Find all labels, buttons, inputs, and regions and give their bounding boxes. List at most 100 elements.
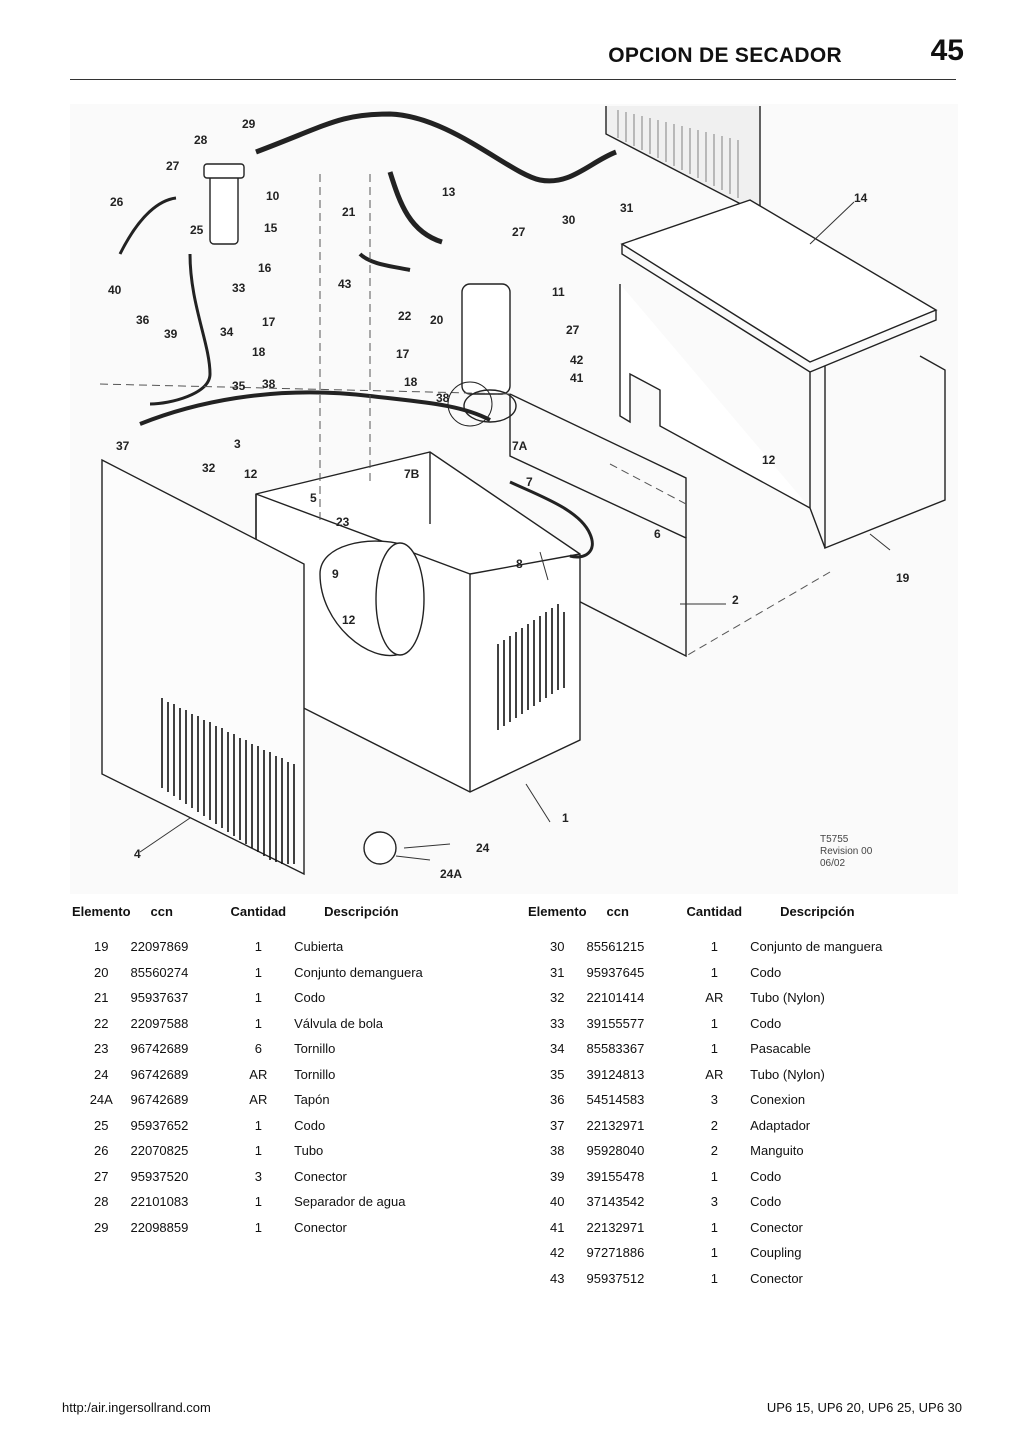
part-element-number: 32 (550, 990, 565, 1006)
part-element-number: 37 (550, 1117, 565, 1133)
callout-15: 15 (264, 221, 278, 235)
part-element-number: 21 (94, 990, 109, 1006)
part-quantity: 1 (710, 964, 718, 980)
footer-url: http:/air.ingersollrand.com (62, 1400, 211, 1415)
callout-11: 11 (552, 285, 565, 299)
part-ccn: 95937637 (130, 990, 189, 1006)
part-description: Conexion (750, 1092, 806, 1108)
part-description: Conjunto de manguera (750, 939, 883, 955)
callout-27c: 27 (566, 323, 580, 337)
part-quantity: 1 (254, 1015, 262, 1031)
callout-43: 43 (338, 277, 352, 291)
part-description: Coupling (750, 1245, 802, 1261)
col-header-quantity: Cantidad (686, 904, 743, 919)
part-quantity: 1 (254, 1143, 262, 1159)
callout-26: 26 (110, 195, 124, 209)
callout-40: 40 (108, 283, 122, 297)
callout-29: 29 (242, 117, 256, 131)
callout-10: 10 (266, 189, 280, 203)
part-description: Conector (294, 1219, 347, 1235)
part-description: Tapón (294, 1092, 330, 1108)
part-quantity: 1 (254, 1117, 262, 1133)
part-ccn: 95928040 (586, 1143, 645, 1159)
part-ccn: 85560274 (130, 964, 189, 980)
part-quantity: 1 (710, 1270, 718, 1286)
part-ccn: 37143542 (586, 1194, 645, 1210)
part-element-number: 33 (550, 1015, 565, 1031)
part-ccn: 95937512 (586, 1270, 645, 1286)
part-description: Tornillo (294, 1041, 336, 1057)
part-description: Conector (750, 1270, 803, 1286)
part-description: Válvula de bola (294, 1015, 384, 1031)
callout-4: 4 (134, 847, 141, 861)
part-quantity: AR (249, 1092, 268, 1108)
col-header-description: Descripción (324, 904, 399, 919)
part-description: Codo (750, 1168, 782, 1184)
callout-16: 16 (258, 261, 272, 275)
callout-18a: 18 (252, 345, 266, 359)
callout-3: 3 (234, 437, 241, 451)
callout-23: 23 (336, 515, 350, 529)
part-quantity: 3 (710, 1194, 718, 1210)
col-header-element: Elemento (528, 904, 587, 919)
part-ccn: 97271886 (586, 1245, 645, 1261)
diagram-drawing: 29 28 27 26 25 10 15 16 21 43 13 27 30 3… (99, 106, 946, 881)
callout-5: 5 (310, 491, 317, 505)
part-description: Cubierta (294, 939, 344, 955)
part-element-number: 43 (550, 1270, 565, 1286)
part-quantity: 1 (254, 1194, 262, 1210)
part-element-number: 36 (550, 1092, 565, 1108)
header-rule (70, 79, 956, 80)
part-quantity: 1 (710, 1015, 718, 1031)
callout-34: 34 (220, 325, 234, 339)
part-ccn: 95937520 (130, 1168, 189, 1184)
col-header-ccn: ccn (606, 904, 629, 919)
part-ccn: 22132971 (586, 1219, 645, 1235)
revision-number: Revision 00 (820, 846, 873, 857)
part-element-number: 42 (550, 1245, 565, 1261)
revision-code: T5755 (820, 834, 849, 845)
callout-27b: 27 (512, 225, 526, 239)
footer-models: UP6 15, UP6 20, UP6 25, UP6 30 (766, 1400, 962, 1415)
callout-35: 35 (232, 379, 246, 393)
part-ccn: 95937652 (130, 1117, 189, 1133)
callout-36: 36 (136, 313, 150, 327)
callout-25: 25 (190, 223, 204, 237)
revision-date: 06/02 (820, 858, 845, 869)
part-description: Conector (294, 1168, 347, 1184)
part-description: Codo (750, 964, 782, 980)
part-quantity: 1 (710, 939, 718, 955)
part-ccn: 96742689 (130, 1066, 189, 1082)
part-element-number: 23 (94, 1041, 109, 1057)
part-quantity: 2 (710, 1117, 718, 1133)
callout-8: 8 (516, 557, 523, 571)
part-quantity: 1 (710, 1219, 718, 1235)
callout-13: 13 (442, 185, 456, 199)
callout-42: 42 (570, 353, 584, 367)
part-description: Conjunto demanguera (294, 964, 423, 980)
callout-7a: 7A (512, 439, 528, 453)
part-ccn: 85561215 (586, 939, 645, 955)
part-element-number: 19 (94, 939, 109, 955)
callout-41: 41 (570, 371, 584, 385)
part-element-number: 30 (550, 939, 565, 955)
part-description: Tubo (294, 1143, 324, 1159)
part-ccn: 22101083 (130, 1194, 189, 1210)
part-ccn: 39155577 (586, 1015, 645, 1031)
